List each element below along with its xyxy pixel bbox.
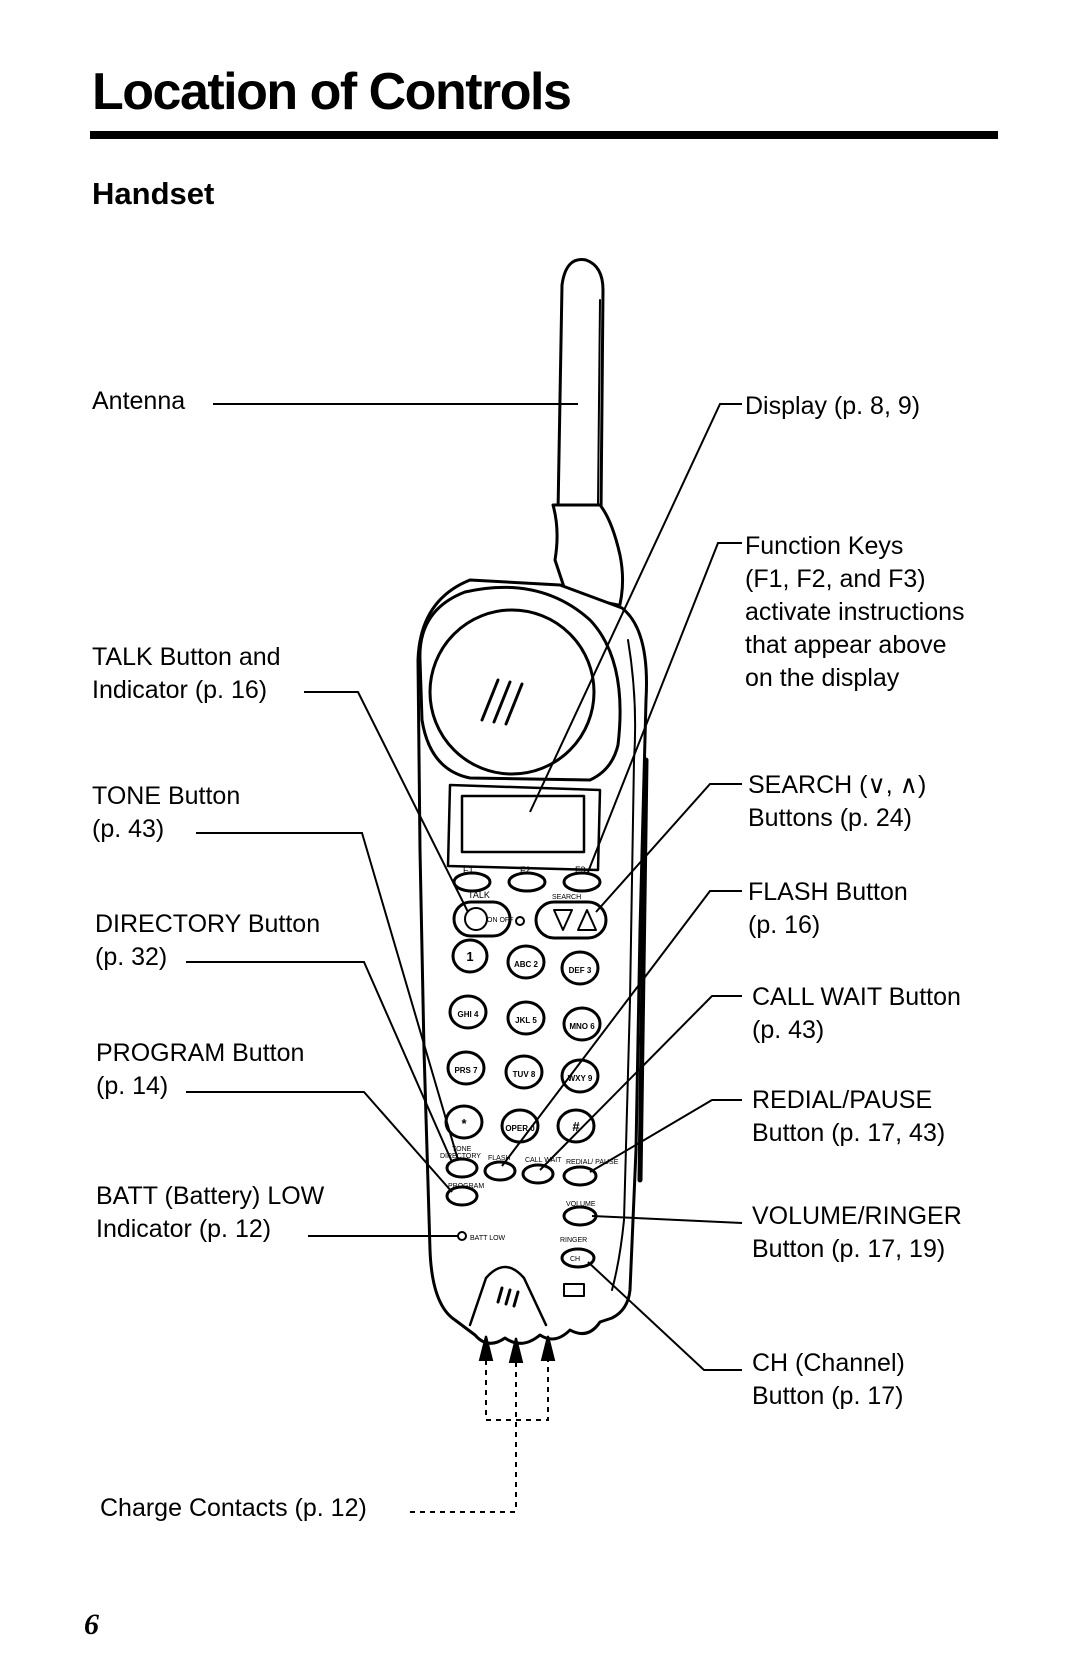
section-title: Handset [92, 176, 215, 211]
f1-text: F1 [463, 865, 474, 875]
title-rule [90, 131, 998, 139]
key-4: GHI 4 [458, 1010, 479, 1019]
tone-button-label: TONE Button (p. 43) [92, 782, 241, 843]
search-leader [595, 783, 742, 913]
f2-key [507, 871, 547, 893]
flash-text: FLASH [488, 1155, 511, 1162]
earpiece-icon [428, 608, 596, 776]
key-0: OPER 0 [505, 1124, 535, 1133]
f3-key [562, 871, 602, 893]
talk-button-label: TALK Button and Indicator (p. 16) [92, 643, 281, 704]
antenna-label: Antenna [92, 387, 186, 415]
call-wait-text: CALL WAIT [525, 1157, 562, 1164]
redial-leader [589, 1099, 742, 1173]
program-button [445, 1185, 479, 1207]
search-down-icon [553, 909, 573, 931]
key-6: MNO 6 [569, 1022, 595, 1031]
talk-leader [304, 691, 469, 913]
talk-indicator [515, 916, 525, 926]
ringer-text: RINGER [560, 1237, 587, 1244]
f2-text: F2 [520, 865, 531, 875]
directory-leader [186, 961, 453, 1163]
display-screen [460, 794, 586, 854]
program-leader [186, 1091, 453, 1193]
call-wait-button-label: CALL WAIT Button (p. 43) [752, 983, 961, 1044]
directory-button-label: DIRECTORY Button (p. 32) [95, 910, 321, 971]
mouthpiece [468, 1265, 548, 1327]
directory-text: DIRECTORY [440, 1153, 481, 1160]
flash-leader [501, 890, 742, 1167]
batt-low-text: BATT LOW [470, 1235, 506, 1242]
flash-button [483, 1160, 517, 1182]
antenna-collar [551, 503, 625, 614]
page-title: Location of Controls [92, 63, 572, 121]
redial-pause-text: REDIAL/ PAUSE [566, 1159, 619, 1166]
page-number: 6 [84, 1608, 99, 1641]
key-5: JKL 5 [515, 1016, 537, 1025]
channel-button-label: CH (Channel) Button (p. 17) [752, 1349, 905, 1410]
channel-leader [587, 1261, 742, 1371]
flash-button-label: FLASH Button (p. 16) [748, 878, 908, 939]
program-button-label: PROGRAM Button (p. 14) [96, 1039, 305, 1100]
redial-pause-button-label: REDIAL/PAUSE Button (p. 17, 43) [752, 1086, 946, 1147]
ch-button [560, 1247, 596, 1269]
key-9: WXY 9 [568, 1074, 593, 1083]
key-7: PRS 7 [454, 1066, 478, 1075]
function-keys-label: Function Keys (F1, F2, and F3) activate … [745, 532, 965, 692]
tone-leader [196, 832, 459, 1161]
keypad-digits: 1 ABC 2 DEF 3 GHI 4 JKL 5 MNO 6 PRS 7 TU… [454, 949, 595, 1134]
charge-contacts-connector [410, 1360, 549, 1513]
charge-contacts-label: Charge Contacts (p. 12) [100, 1494, 367, 1522]
ch-text: CH [570, 1256, 580, 1263]
antenna [556, 258, 605, 514]
key-3: DEF 3 [569, 966, 592, 975]
talk-button [452, 900, 512, 938]
volume-text: VOLUME [566, 1201, 596, 1208]
program-text: PROGRAM [448, 1183, 484, 1190]
search-buttons-label: SEARCH (∨, ∧) Buttons (p. 24) [748, 771, 927, 832]
handset-printed-text: F1 F2 F3 TALK ON OFF SEARCH TONE DIRECTO… [440, 865, 619, 1263]
handset-body [416, 578, 648, 1345]
call-wait-leader [539, 995, 742, 1171]
key-8: TUV 8 [513, 1070, 536, 1079]
tone-button [445, 1157, 479, 1179]
call-wait-button [521, 1163, 555, 1185]
redial-pause-button [562, 1165, 598, 1187]
key-1: 1 [466, 949, 473, 964]
display-label: Display (p. 8, 9) [745, 392, 921, 420]
tone-text: TONE [452, 1146, 472, 1153]
leader-lines [186, 403, 743, 1371]
volume-ringer-button-label: VOLUME/RINGER Button (p. 17, 19) [752, 1202, 962, 1263]
search-buttons [534, 900, 608, 940]
function-keys-leader [587, 542, 742, 873]
search-up-icon [577, 909, 597, 931]
batt-low-label: BATT (Battery) LOW Indicator (p. 12) [96, 1182, 325, 1243]
display-leader [529, 403, 742, 813]
volume-leader [591, 1215, 743, 1224]
key-hash: # [572, 1119, 580, 1134]
earpiece-housing [418, 585, 622, 782]
f3-text: F3 [575, 865, 586, 875]
search-text: SEARCH [552, 894, 581, 901]
key-star: * [461, 1116, 467, 1131]
talk-text: TALK [468, 890, 490, 900]
key-2: ABC 2 [514, 960, 539, 969]
on-off-text: ON OFF [487, 917, 513, 924]
